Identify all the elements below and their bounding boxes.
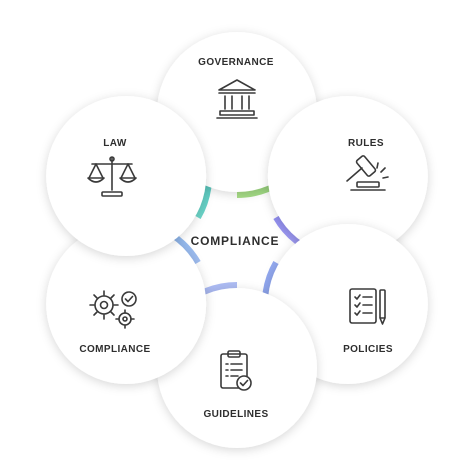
- circle-law: [46, 96, 207, 256]
- segment-label-governance: GOVERNANCE: [198, 57, 274, 68]
- segment-label-guidelines: GUIDELINES: [203, 409, 268, 420]
- gavel-icon: [346, 155, 389, 191]
- clipboard-check-icon: [220, 350, 252, 391]
- segment-label-compliance: COMPLIANCE: [79, 344, 150, 355]
- segment-label-policies: POLICIES: [343, 344, 393, 355]
- gears-check-icon: [89, 290, 137, 329]
- center-label: COMPLIANCE: [191, 234, 280, 248]
- segment-circles: [46, 32, 428, 448]
- scales-icon: [87, 156, 137, 197]
- segment-label-rules: RULES: [348, 138, 384, 149]
- circle-rules: [267, 96, 428, 256]
- circle-compliance: [46, 224, 207, 384]
- document-pen-icon: [349, 288, 386, 325]
- bank-building-icon: [216, 79, 258, 119]
- segment-label-law: LAW: [103, 138, 127, 149]
